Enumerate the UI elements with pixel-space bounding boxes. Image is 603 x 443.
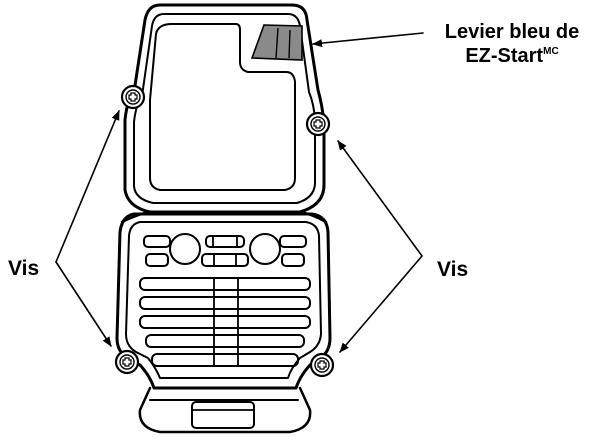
screw-icon — [305, 111, 331, 137]
screw-icon — [114, 349, 140, 375]
right-screws-callout — [337, 140, 423, 353]
lever-label-ezstart: EZ-Start — [465, 45, 543, 67]
left-screws-callout — [55, 110, 120, 347]
ez-start-lever — [250, 24, 303, 61]
lever-label-line1: Levier bleu de — [445, 21, 580, 43]
lever-label-line2: EZ-StartMC — [465, 45, 558, 67]
lower-grille-body — [115, 212, 332, 390]
screws-label-left: Vis — [8, 257, 39, 280]
bottom-handle — [138, 386, 312, 434]
screw-icon — [309, 352, 335, 378]
screws-label-right: Vis — [437, 258, 468, 281]
lever-callout-arrow — [312, 32, 424, 48]
screw-icon — [120, 84, 146, 110]
lever-label-superscript: MC — [543, 46, 559, 57]
